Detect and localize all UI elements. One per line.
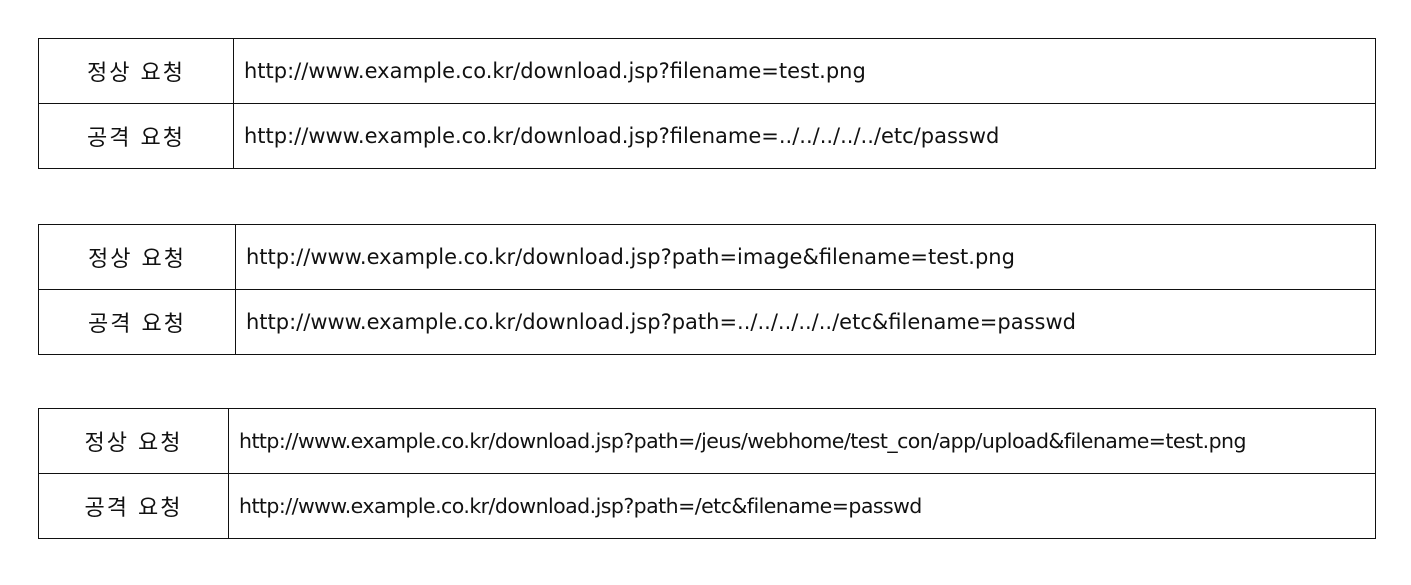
row-label: 공격 요청	[38, 473, 229, 539]
table-row-attack-request: 공격 요청 http://www.example.co.kr/download.…	[38, 473, 1376, 539]
request-url: http://www.example.co.kr/download.jsp?pa…	[235, 224, 1376, 290]
request-table-3: 정상 요청 http://www.example.co.kr/download.…	[38, 408, 1376, 539]
request-url: http://www.example.co.kr/download.jsp?pa…	[228, 408, 1376, 474]
row-label: 정상 요청	[38, 408, 229, 474]
row-label: 공격 요청	[38, 289, 236, 355]
request-url: http://www.example.co.kr/download.jsp?fi…	[233, 38, 1376, 104]
row-label: 정상 요청	[38, 224, 236, 290]
request-url: http://www.example.co.kr/download.jsp?fi…	[233, 103, 1376, 169]
row-label: 공격 요청	[38, 103, 234, 169]
table-row-normal-request: 정상 요청 http://www.example.co.kr/download.…	[38, 408, 1376, 474]
request-url: http://www.example.co.kr/download.jsp?pa…	[235, 289, 1376, 355]
row-label: 정상 요청	[38, 38, 234, 104]
request-table-2: 정상 요청 http://www.example.co.kr/download.…	[38, 224, 1376, 355]
table-row-attack-request: 공격 요청 http://www.example.co.kr/download.…	[38, 289, 1376, 355]
request-url: http://www.example.co.kr/download.jsp?pa…	[228, 473, 1376, 539]
table-row-normal-request: 정상 요청 http://www.example.co.kr/download.…	[38, 38, 1376, 104]
table-row-normal-request: 정상 요청 http://www.example.co.kr/download.…	[38, 224, 1376, 290]
table-row-attack-request: 공격 요청 http://www.example.co.kr/download.…	[38, 103, 1376, 169]
request-table-1: 정상 요청 http://www.example.co.kr/download.…	[38, 38, 1376, 169]
